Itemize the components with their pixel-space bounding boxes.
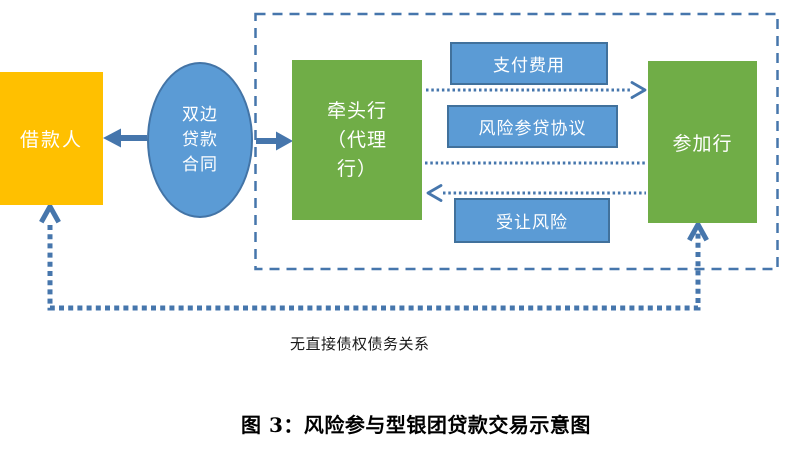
dashed-boundary-box [254,12,779,271]
flow-label-pay-fee: 支付费用 [450,42,608,85]
contract-line-1: 双边 [182,104,218,125]
dotted-connector-no-direct-relation [39,201,709,311]
contract-line-3: 合同 [182,154,218,175]
dotted-arrow-transfer-risk-icon [426,184,646,202]
lead-bank-line-3: 行） [336,157,377,180]
node-borrower-label: 借款人 [19,129,83,151]
flow-label-transfer-risk: 受让风险 [454,198,610,243]
participant-bank-label: 参加行 [672,132,733,155]
figure-caption: 图 3：风险参与型银团贷款交易示意图 [241,413,591,437]
flow-label-risk-participation-agreement: 风险参贷协议 [447,105,618,148]
solid-arrow-contract-to-borrower-icon [103,128,147,148]
node-participant-bank: 参加行 [648,61,757,223]
solid-arrow-contract-to-lead-bank-icon [256,131,293,151]
dotted-arrow-pay-fee-icon [426,81,647,99]
node-lead-bank: 牵头行 （代理 行） [292,60,422,220]
lead-bank-line-1: 牵头行 [326,99,387,122]
annotation-no-direct-relation: 无直接债权债务关系 [290,335,430,353]
node-borrower: 借款人 [0,72,103,205]
contract-line-2: 贷款 [182,129,218,150]
lead-bank-line-2: （代理 [326,128,387,151]
node-bilateral-loan-contract: 双边 贷款 合同 [147,62,253,218]
